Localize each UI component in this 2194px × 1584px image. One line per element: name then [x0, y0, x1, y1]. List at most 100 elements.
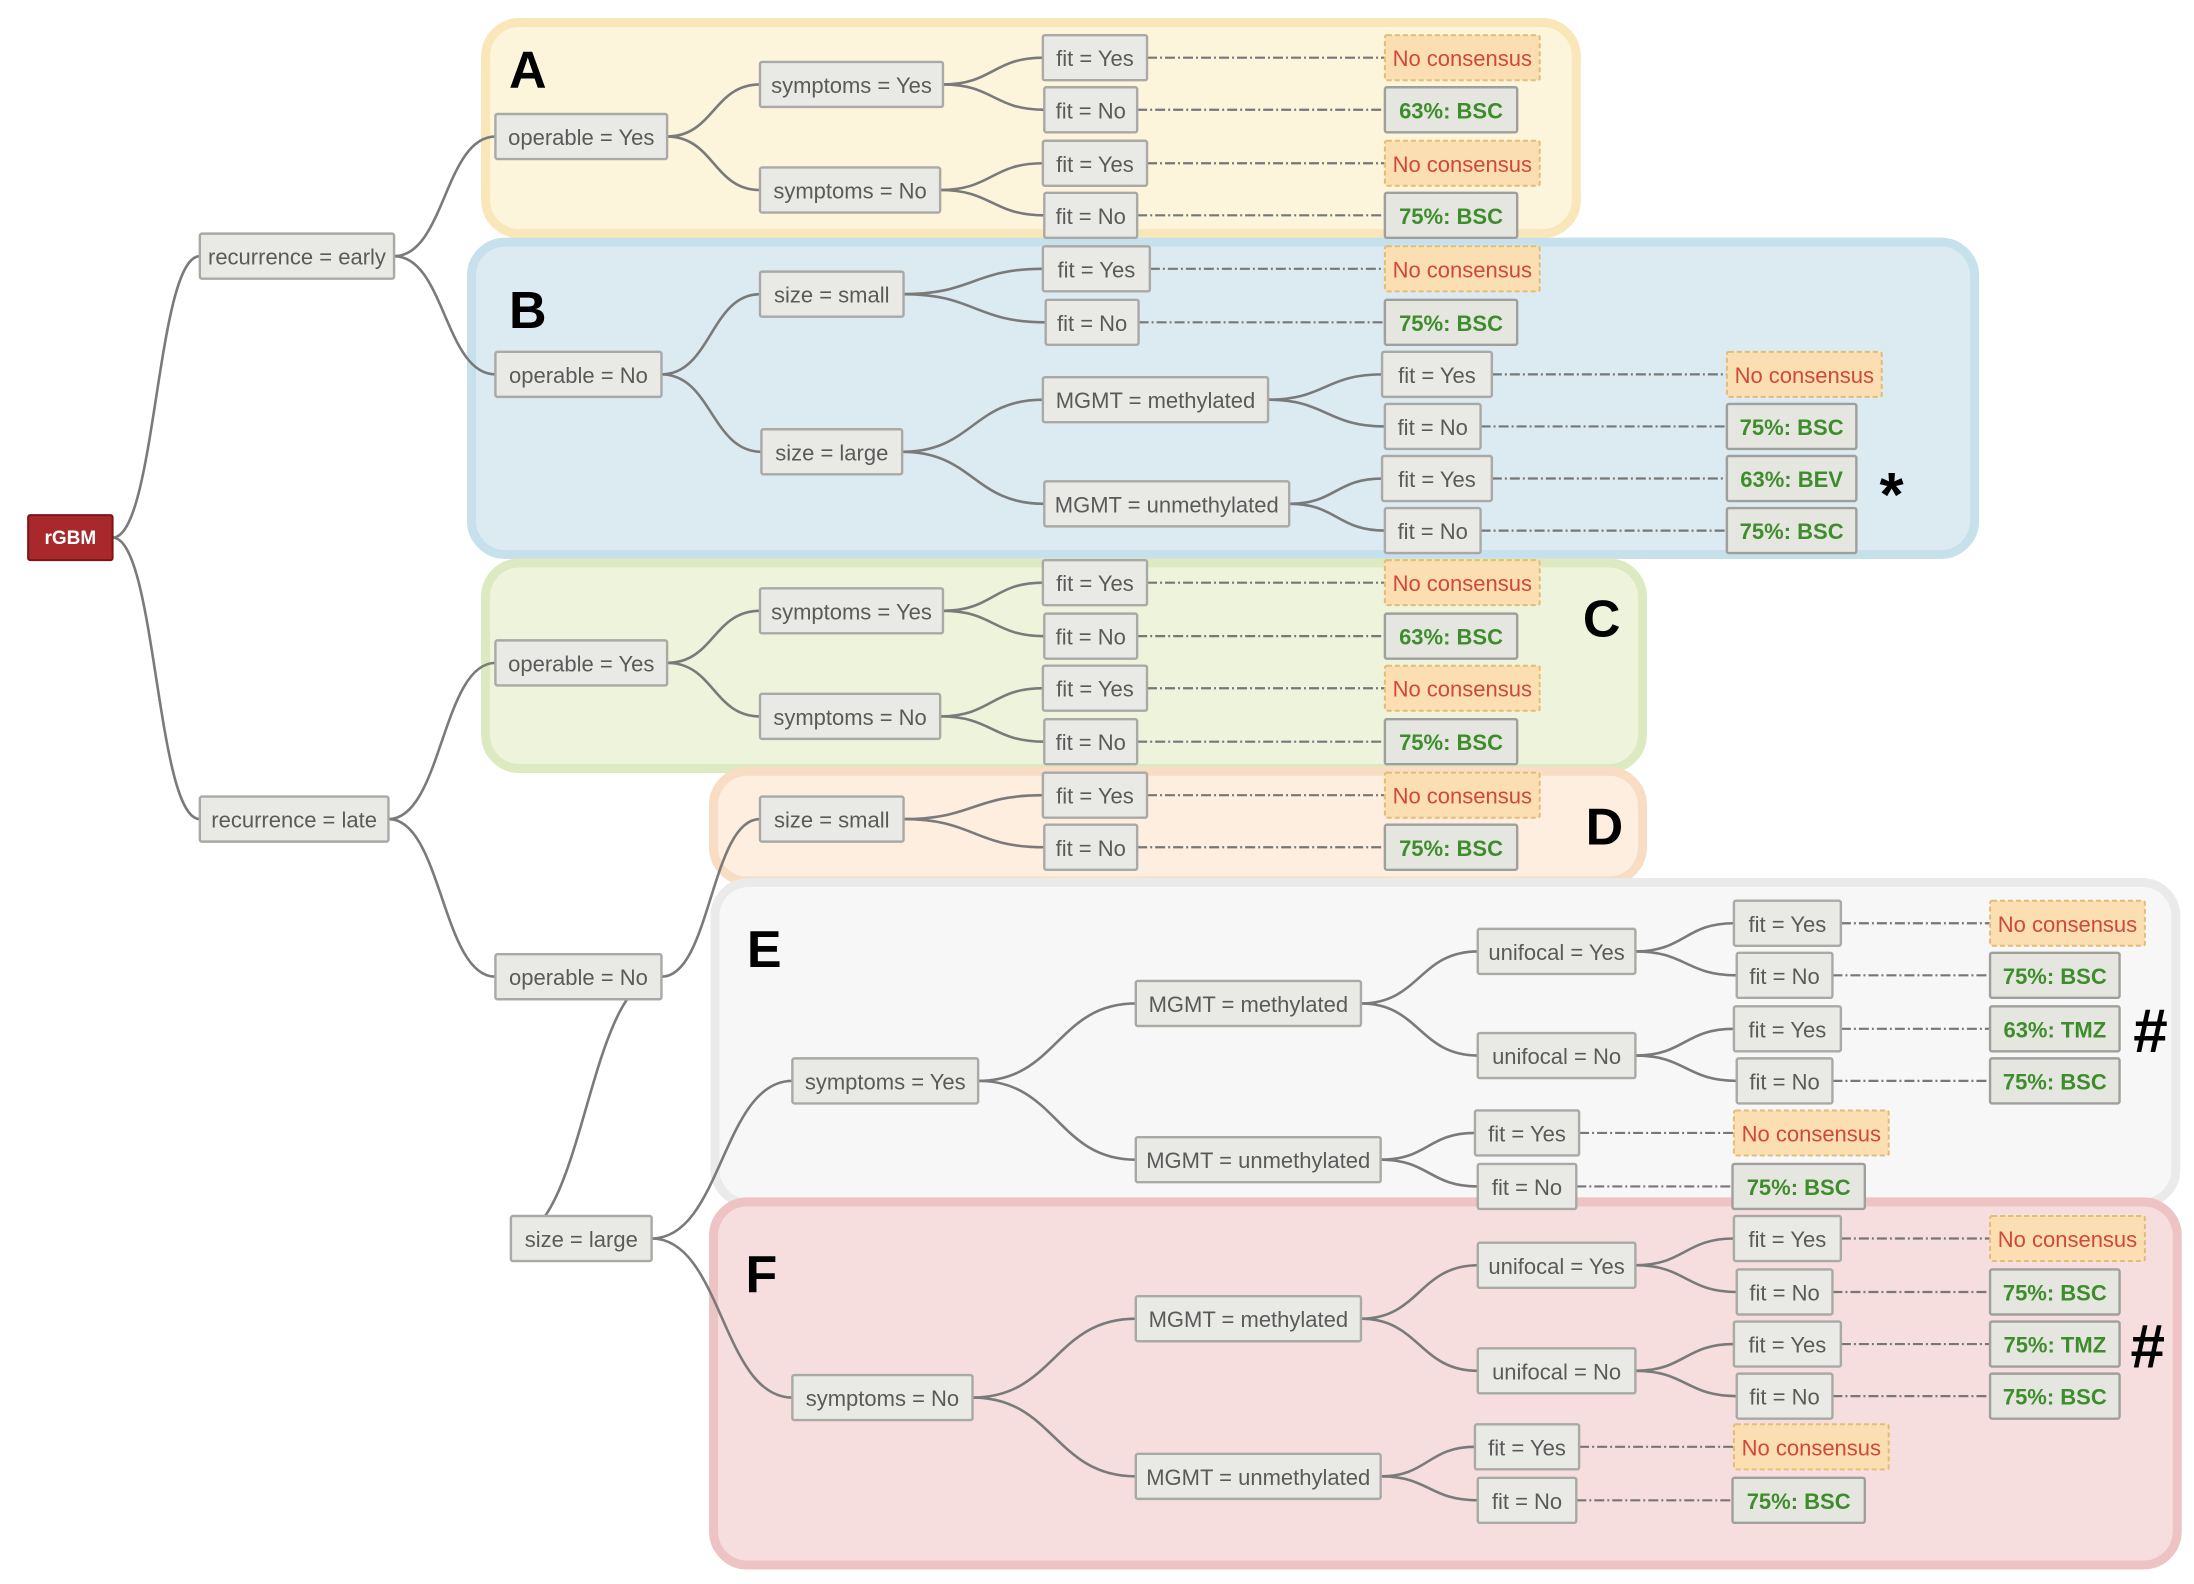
node-label: fit = Yes — [1749, 1227, 1827, 1252]
node-label: fit = Yes — [1749, 912, 1827, 937]
node-box — [1134, 979, 1363, 1028]
root-node-rGBM: rGBM — [27, 514, 114, 562]
node-b2_fitN: fit = No — [1383, 402, 1482, 451]
edge-l_opY — [388, 661, 496, 821]
recommendation-leaf-d1_l2: 75%: BSC — [1383, 823, 1519, 871]
edge-e1_fitY — [1635, 921, 1734, 953]
node-a1_fitY: fit = Yes — [1041, 33, 1149, 82]
region-e — [710, 877, 2181, 1208]
node-label: fit = No — [1749, 964, 1819, 989]
node-label: MGMT = methylated — [1149, 992, 1349, 1017]
asterisk-marker: * — [1879, 461, 1904, 530]
edge-b3_fitY — [1289, 477, 1383, 506]
edge-c2_fitN — [940, 715, 1045, 743]
edge-e1_fitN — [1635, 950, 1737, 977]
no-consensus-leaf-label: No consensus — [1393, 571, 1532, 596]
recommendation-leaf-box — [1383, 86, 1519, 134]
node-a_symN: symptoms = No — [758, 166, 942, 214]
node-label: operable = No — [509, 965, 648, 990]
edge-a1_fitN — [942, 83, 1045, 112]
region-label-c: C — [1583, 590, 1621, 648]
recommendation-leaf-label: 75%: BSC — [2003, 1280, 2107, 1305]
recommendation-leaf-e1_l2: 75%: BSC — [1988, 951, 2121, 1000]
node-box — [494, 112, 669, 161]
recommendation-leaf-box — [1725, 402, 1858, 451]
node-b2_fitY: fit = Yes — [1380, 350, 1494, 399]
recommendation-leaf-label: 75%: BSC — [1740, 519, 1844, 544]
no-consensus-leaf-label: No consensus — [1998, 912, 2137, 937]
node-box — [1383, 402, 1482, 451]
node-label: fit = No — [1398, 519, 1468, 544]
recommendation-leaf-e2_l1: 63%: TMZ — [1988, 1005, 2121, 1053]
node-rec_late: recurrence = late — [198, 795, 390, 843]
node-label: MGMT = methylated — [1056, 388, 1256, 413]
node-f_symN: symptoms = No — [791, 1373, 974, 1422]
node-label: fit = No — [1057, 311, 1127, 336]
node-label: fit = Yes — [1056, 784, 1134, 809]
node-c_symY: symptoms = Yes — [758, 587, 945, 635]
edge-f_symN — [651, 1237, 793, 1399]
edge-f1_fitY — [1635, 1237, 1734, 1267]
node-box — [1476, 1031, 1637, 1080]
hash-marker: # — [2133, 997, 2167, 1066]
node-a2_fitY: fit = Yes — [1041, 139, 1149, 187]
edge-b_sizeL — [661, 373, 762, 454]
node-label: unifocal = No — [1492, 1359, 1621, 1384]
node-label: fit = No — [1398, 415, 1468, 440]
node-box — [494, 639, 669, 687]
no-consensus-leaf-label: No consensus — [1735, 363, 1874, 388]
recommendation-leaf-label: 75%: TMZ — [2003, 1333, 2106, 1358]
recommendation-leaf-label: 75%: BSC — [1399, 311, 1503, 336]
recommendation-leaf-box — [1725, 454, 1858, 503]
node-label: fit = No — [1749, 1069, 1819, 1094]
edge-d_sizeS — [661, 817, 761, 979]
edge-b1_fitN — [903, 292, 1046, 324]
no-consensus-leaf-a2_l1: No consensus — [1383, 139, 1541, 187]
recommendation-leaf-box — [1988, 1372, 2121, 1420]
no-consensus-leaf-c1_l1: No consensus — [1383, 559, 1541, 607]
node-box — [1476, 1241, 1637, 1289]
node-box — [494, 953, 663, 1001]
node-box — [1732, 1320, 1843, 1368]
edge-b1_fitY — [903, 267, 1043, 296]
node-label: fit = No — [1492, 1175, 1562, 1200]
no-consensus-leaf-box — [1383, 34, 1541, 82]
node-box — [509, 1214, 653, 1263]
node-box — [1041, 771, 1149, 819]
edge-f_uniY — [1360, 1263, 1478, 1321]
node-c2_fitN: fit = No — [1043, 717, 1139, 766]
edge-b2_fitN — [1268, 398, 1385, 428]
node-box — [1476, 1347, 1637, 1395]
edge-layer — [112, 56, 1991, 1502]
node-f1_fitN: fit = No — [1735, 1268, 1834, 1316]
recommendation-leaf-f2_l1: 75%: TMZ — [1988, 1320, 2121, 1368]
recommendation-leaf-label: 75%: BSC — [2003, 1069, 2107, 1094]
node-label: unifocal = Yes — [1488, 1254, 1624, 1279]
node-e2_fitN: fit = No — [1735, 1057, 1834, 1105]
edge-e_mgmtU — [978, 1079, 1136, 1161]
no-consensus-leaf-box — [1732, 1109, 1890, 1157]
recommendation-leaf-label: 75%: BSC — [2003, 1385, 2107, 1410]
node-box — [758, 587, 945, 635]
recommendation-leaf-box — [1731, 1162, 1867, 1211]
node-box — [791, 1373, 974, 1422]
node-box — [1476, 1162, 1578, 1211]
node-label: fit = Yes — [1056, 677, 1134, 702]
edge-b2_fitY — [1268, 373, 1383, 402]
node-box — [760, 428, 904, 476]
region-label-a: A — [509, 41, 547, 99]
node-box — [1041, 558, 1149, 607]
node-label: operable = No — [509, 363, 648, 388]
no-consensus-leaf-box — [1383, 245, 1541, 293]
recommendation-leaf-label: 63%: TMZ — [2003, 1017, 2106, 1042]
node-f1_fitY: fit = Yes — [1732, 1214, 1843, 1263]
node-label: size = small — [774, 283, 890, 308]
node-box — [1043, 191, 1139, 240]
node-label: fit = No — [1056, 836, 1126, 861]
node-label: symptoms = Yes — [805, 1069, 966, 1094]
recommendation-leaf-a2_l2: 75%: BSC — [1383, 191, 1519, 240]
node-e_uniN: unifocal = No — [1476, 1031, 1637, 1080]
node-b_mgmtU: MGMT = unmethylated — [1043, 480, 1291, 528]
node-f_uniN: unifocal = No — [1476, 1347, 1637, 1395]
